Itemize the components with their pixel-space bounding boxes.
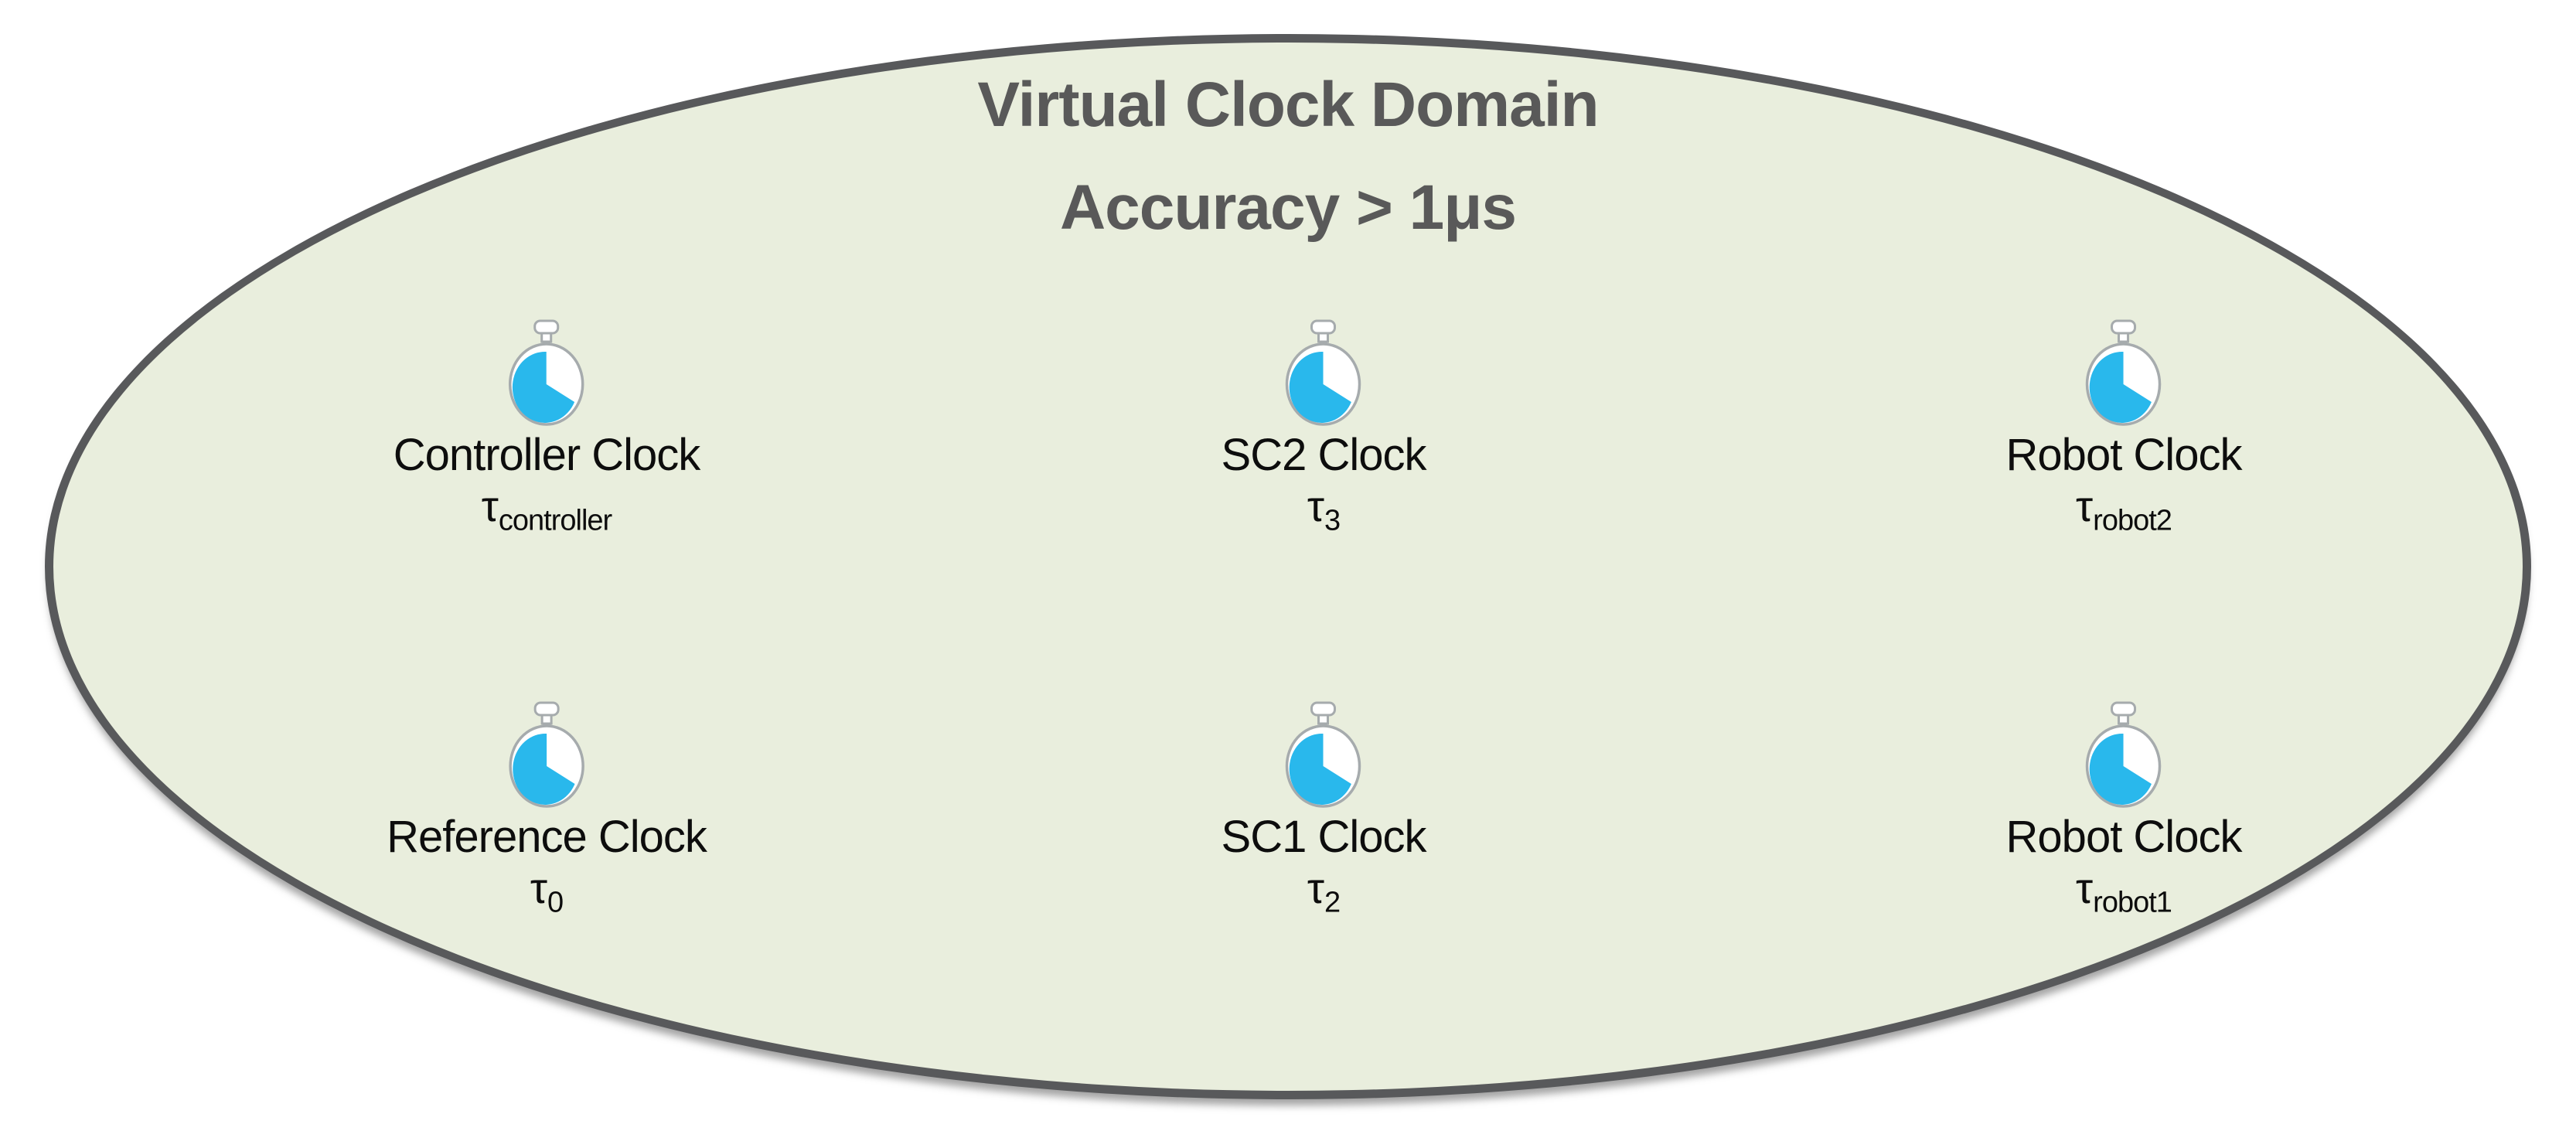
domain-title: Virtual Clock Domain Accuracy > 1μs [0, 53, 2576, 259]
clock-label: Controller Clock [393, 430, 701, 480]
clock-label: Robot Clock [2005, 430, 2243, 480]
clock-tau: τrobot1 [2076, 864, 2172, 919]
clock-tau: τrobot2 [2076, 482, 2172, 537]
clock-node-reference: Reference Clock τ0 [387, 700, 707, 917]
clock-tau: τ0 [530, 864, 564, 919]
clock-label: Robot Clock [2005, 812, 2243, 862]
virtual-clock-domain-ellipse [45, 34, 2531, 1099]
stopwatch-icon [506, 700, 587, 809]
clock-node-controller: Controller Clock τcontroller [394, 319, 700, 535]
stopwatch-icon [506, 319, 587, 427]
clock-tau: τ2 [1307, 864, 1341, 919]
domain-title-line2: Accuracy > 1μs [1059, 172, 1517, 243]
clock-node-sc2: SC2 Clock τ3 [1222, 319, 1426, 535]
clock-label: SC2 Clock [1221, 430, 1427, 480]
clock-label: Reference Clock [387, 812, 707, 862]
clock-node-sc1: SC1 Clock τ2 [1222, 700, 1426, 917]
clock-node-robot1: Robot Clock τrobot1 [2006, 700, 2242, 917]
stopwatch-icon [2084, 319, 2164, 427]
clock-tau: τcontroller [481, 482, 612, 537]
stopwatch-icon [1283, 700, 1364, 809]
stopwatch-icon [1283, 319, 1364, 427]
clock-tau: τ3 [1307, 482, 1341, 537]
stopwatch-icon [2084, 700, 2164, 809]
clock-label: SC1 Clock [1221, 812, 1427, 862]
clock-node-robot2: Robot Clock τrobot2 [2006, 319, 2242, 535]
domain-title-line1: Virtual Clock Domain [977, 70, 1599, 140]
